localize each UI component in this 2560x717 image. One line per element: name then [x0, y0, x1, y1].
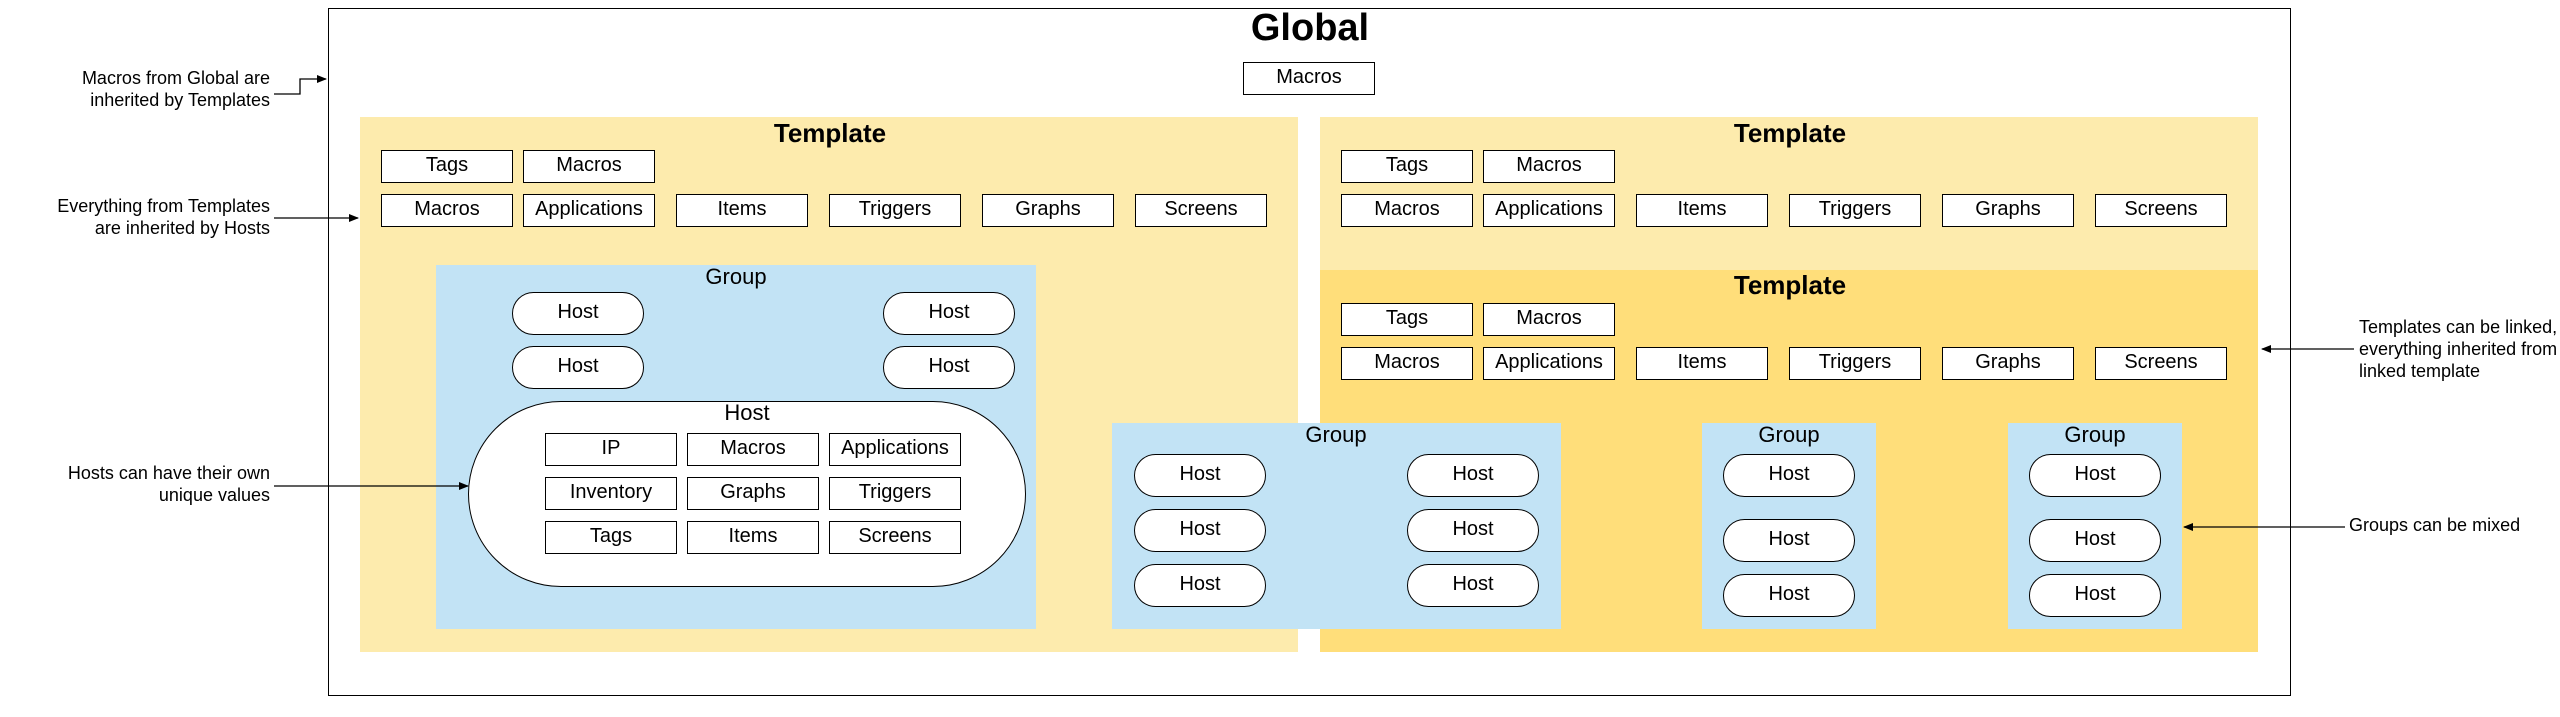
template-left-screens: Screens [1135, 194, 1267, 227]
template-right-linked-macros: Macros [1341, 347, 1473, 380]
annotation-host-values-line-1: Hosts can have their own [67, 463, 270, 483]
group-left-title: Group [705, 264, 767, 289]
template-right-linked-applications: Applications [1483, 347, 1615, 380]
annotation-global-macros: Macros from Global are inherited by Temp… [40, 67, 270, 111]
template-left-tags: Tags [381, 150, 513, 183]
host-right1-3: Host [1723, 574, 1855, 617]
annotation-host-values-line-2: unique values [158, 485, 270, 505]
annotation-host-values: Hosts can have their own unique values [40, 462, 270, 506]
host-left-3: Host [512, 346, 644, 389]
annotation-linked-line-3: linked template [2359, 361, 2481, 381]
global-title: Global [1250, 7, 1370, 49]
host-value-inventory: Inventory [545, 477, 677, 510]
template-left-applications: Applications [523, 194, 655, 227]
host-right2-3: Host [2029, 574, 2161, 617]
annotation-mixed-line-1: Groups can be mixed [2349, 515, 2521, 535]
annotation-templates-hosts-line-2: are inherited by Hosts [94, 218, 270, 238]
template-right-top-tags: Tags [1341, 150, 1473, 183]
group-right-2-title: Group [2064, 422, 2126, 447]
host-value-ip: IP [545, 433, 677, 466]
host-value-tags: Tags [545, 521, 677, 554]
template-right-linked-screens: Screens [2095, 347, 2227, 380]
annotation-global-macros-line-1: Macros from Global are [81, 68, 270, 88]
host-value-triggers: Triggers [829, 477, 961, 510]
global-macros-box: Macros [1243, 62, 1375, 95]
group-mixed-title: Group [1305, 422, 1367, 447]
template-right-linked-tags: Tags [1341, 303, 1473, 336]
arrow-global-macros [274, 75, 327, 95]
host-mixed-2: Host [1407, 454, 1539, 497]
annotation-templates-hosts-line-1: Everything from Templates [57, 196, 270, 216]
template-right-top-title: Template [1733, 118, 1847, 148]
template-left-title: Template [773, 118, 887, 148]
host-mixed-4: Host [1407, 509, 1539, 552]
template-right-top-screens: Screens [2095, 194, 2227, 227]
host-left-2: Host [883, 292, 1015, 335]
host-left-4: Host [883, 346, 1015, 389]
template-right-top-macros-top: Macros [1483, 150, 1615, 183]
host-value-graphs: Graphs [687, 477, 819, 510]
global-frame [328, 8, 2291, 696]
template-right-top-graphs: Graphs [1942, 194, 2074, 227]
host-left-1: Host [512, 292, 644, 335]
annotation-linked-line-1: Templates can be linked, [2359, 317, 2558, 337]
host-detail-title: Host [724, 400, 770, 425]
host-right2-1: Host [2029, 454, 2161, 497]
host-value-screens: Screens [829, 521, 961, 554]
host-value-macros: Macros [687, 433, 819, 466]
template-right-linked-graphs: Graphs [1942, 347, 2074, 380]
host-value-applications: Applications [829, 433, 961, 466]
template-left-macros-top: Macros [523, 150, 655, 183]
host-mixed-1: Host [1134, 454, 1266, 497]
template-left-triggers: Triggers [829, 194, 961, 227]
annotation-linked: Templates can be linked, everything inhe… [2359, 316, 2559, 382]
annotation-linked-line-2: everything inherited from [2359, 339, 2558, 359]
annotation-global-macros-line-2: inherited by Templates [90, 90, 270, 110]
host-value-items: Items [687, 521, 819, 554]
template-right-top [1320, 117, 2258, 270]
host-right1-1: Host [1723, 454, 1855, 497]
template-right-top-macros: Macros [1341, 194, 1473, 227]
template-left-items: Items [676, 194, 808, 227]
host-right1-2: Host [1723, 519, 1855, 562]
template-right-top-triggers: Triggers [1789, 194, 1921, 227]
host-mixed-6: Host [1407, 564, 1539, 607]
annotation-templates-hosts: Everything from Templates are inherited … [40, 195, 270, 239]
template-right-linked-title: Template [1733, 270, 1847, 300]
template-left-graphs: Graphs [982, 194, 1114, 227]
template-right-linked-triggers: Triggers [1789, 347, 1921, 380]
template-right-linked-items: Items [1636, 347, 1768, 380]
template-right-top-items: Items [1636, 194, 1768, 227]
host-mixed-3: Host [1134, 509, 1266, 552]
host-right2-2: Host [2029, 519, 2161, 562]
host-mixed-5: Host [1134, 564, 1266, 607]
template-right-linked-macros-top: Macros [1483, 303, 1615, 336]
template-right-top-applications: Applications [1483, 194, 1615, 227]
group-right-1-title: Group [1758, 422, 1820, 447]
annotation-mixed: Groups can be mixed [2349, 514, 2549, 536]
template-left-macros: Macros [381, 194, 513, 227]
